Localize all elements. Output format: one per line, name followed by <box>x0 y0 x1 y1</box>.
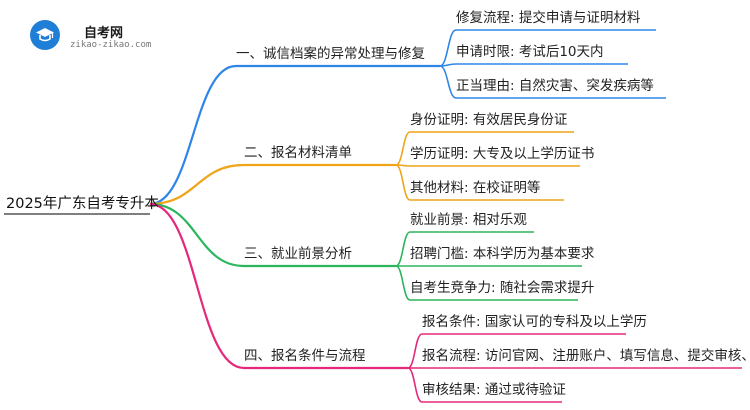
branch-2-connector <box>149 163 396 206</box>
branch-4-child-1-connector <box>407 333 626 369</box>
branch-1-child-2-connector <box>439 63 628 67</box>
branch-3-child-2: 招聘门槛: 本科学历为基本要求 <box>410 246 595 262</box>
branch-2-child-2: 学历证明: 大专及以上学历证书 <box>410 146 595 162</box>
branch-2-child-2-connector <box>395 164 580 167</box>
branch-2-child-3: 其他材料: 在校证明等 <box>410 180 541 196</box>
branch-1-child-1-connector <box>439 29 656 67</box>
branch-4-child-3: 审核结果: 通过或待验证 <box>422 382 566 398</box>
branch-4-connector <box>149 202 408 370</box>
branch-1-label: 一、诚信档案的异常处理与修复 <box>236 46 425 62</box>
branch-2-label: 二、报名材料清单 <box>244 145 352 161</box>
branch-3-label: 三、就业前景分析 <box>244 246 352 262</box>
branch-3-child-3: 自考生竞争力: 随社会需求提升 <box>410 280 595 296</box>
logo-subtitle: zikao-zikao.com <box>70 40 152 50</box>
branch-1-child-3-connector <box>439 65 666 99</box>
branch-4-label: 四、报名条件与流程 <box>244 348 366 364</box>
branch-3-connector <box>149 202 396 268</box>
branch-3-child-3-connector <box>395 265 578 301</box>
site-logo[interactable]: 自考网 zikao-zikao.com <box>30 18 180 58</box>
branch-4-child-3-connector <box>407 367 562 403</box>
root-topic: 2025年广东自考专升本 <box>6 196 159 212</box>
branch-1-child-2: 申请时限: 考试后10天内 <box>456 44 604 60</box>
logo-title: 自考网 <box>84 26 124 41</box>
branch-2-child-1-connector <box>395 131 574 166</box>
branch-4-child-2: 报名流程: 访问官网、注册账户、填写信息、提交审核、缴费 <box>422 348 750 364</box>
branch-3-child-1: 就业前景: 相对乐观 <box>410 212 527 228</box>
branch-1-child-1: 修复流程: 提交申请与证明材料 <box>456 10 641 26</box>
branch-2-child-3-connector <box>395 164 564 201</box>
branch-3-child-1-connector <box>395 231 534 267</box>
branch-1-connector <box>149 64 440 206</box>
branch-2-child-1: 身份证明: 有效居民身份证 <box>410 112 568 128</box>
branch-1-child-3: 正当理由: 自然灾害、突发疾病等 <box>456 78 654 94</box>
branch-4-child-1: 报名条件: 国家认可的专科及以上学历 <box>422 314 647 330</box>
graduation-cap-icon <box>30 20 60 50</box>
